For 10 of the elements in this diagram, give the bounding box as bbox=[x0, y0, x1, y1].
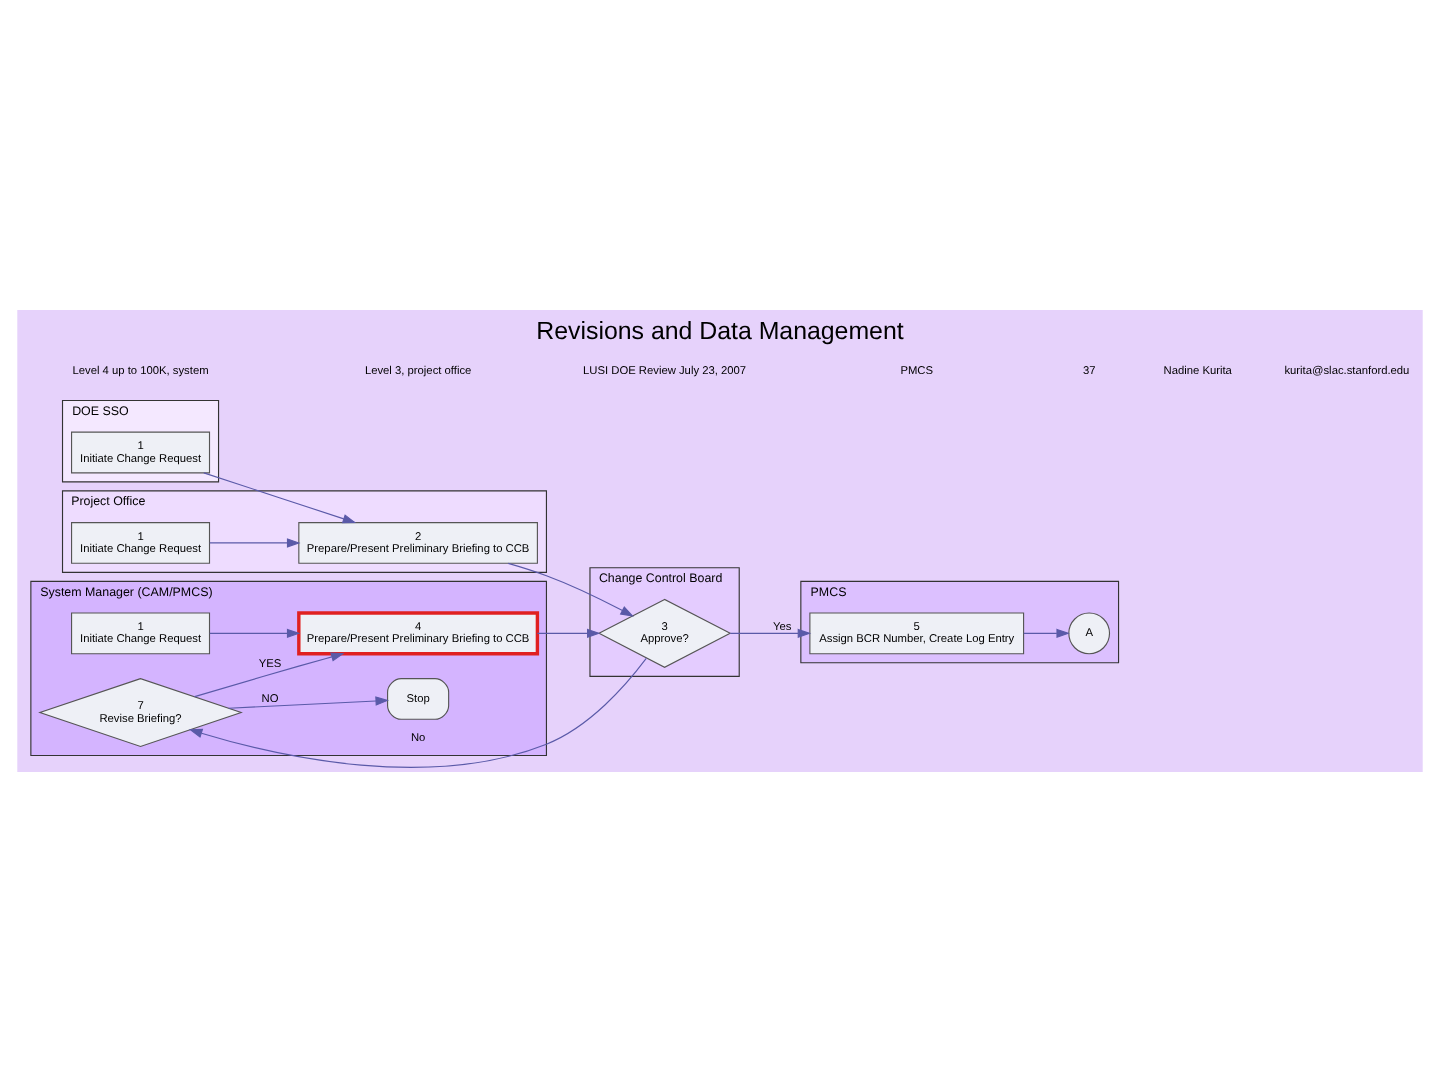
arrow bbox=[188, 656, 647, 767]
diagram-title: Revisions and Data Management bbox=[536, 315, 904, 344]
arrow bbox=[194, 651, 345, 697]
arrow bbox=[209, 537, 301, 547]
arrow bbox=[536, 627, 601, 638]
arrow bbox=[228, 695, 390, 708]
arrow bbox=[209, 627, 301, 638]
arrow bbox=[729, 627, 812, 638]
arrow bbox=[203, 471, 357, 523]
arrow bbox=[1023, 627, 1070, 638]
